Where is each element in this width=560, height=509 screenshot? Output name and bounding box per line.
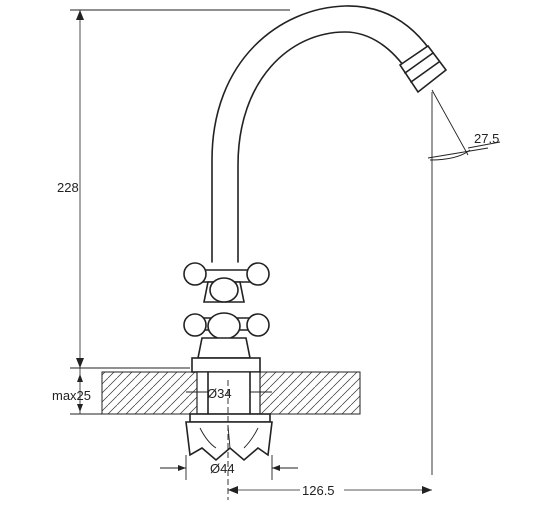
thickness-label: max25	[52, 388, 91, 403]
angle-label: 27.5	[474, 131, 499, 146]
base-diameter-label: Ø44	[210, 461, 235, 476]
lock-nut	[185, 413, 273, 462]
height-label: 228	[57, 180, 79, 195]
spout	[211, 5, 448, 263]
reach-dimension: 126.5	[227, 380, 432, 500]
reach-label: 126.5	[302, 483, 335, 498]
shank: Ø34	[186, 371, 272, 415]
hole-diameter-label: Ø34	[207, 386, 232, 401]
angle-dimension: 27.5	[427, 89, 501, 161]
valve-body	[183, 262, 270, 373]
height-dimension: 228	[57, 9, 290, 372]
base-diameter-dimension: Ø44	[160, 455, 298, 480]
countertop-thickness-dimension: max25	[52, 372, 102, 415]
